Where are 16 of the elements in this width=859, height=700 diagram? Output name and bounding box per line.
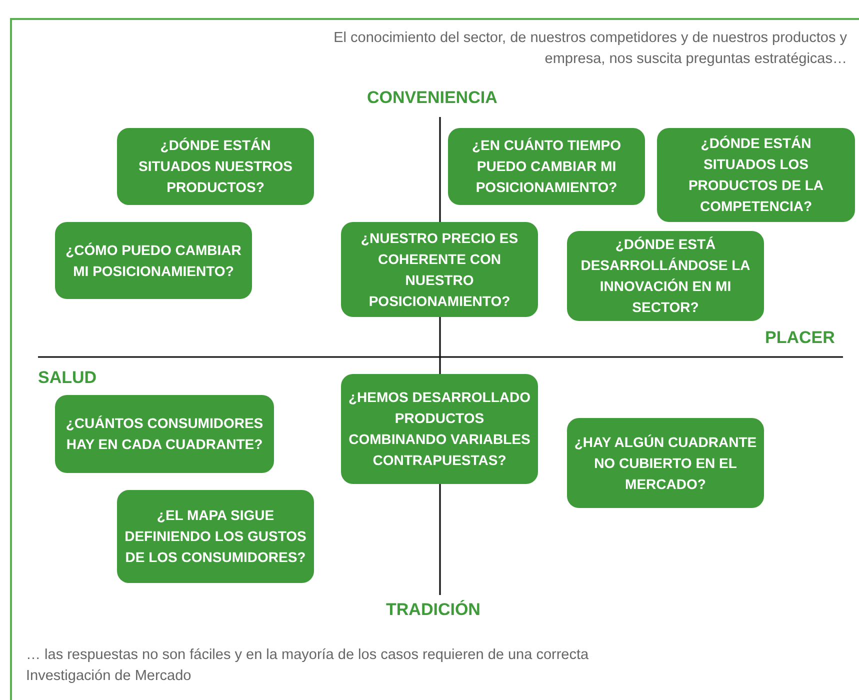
question-box: ¿EL MAPA SIGUE DEFINIENDO LOS GUSTOS DE LOS CONSUMIDORES? [117, 490, 314, 583]
question-box: ¿CUÁNTOS CONSUMIDORES HAY EN CADA CUADRANTE? [55, 395, 274, 473]
question-box: ¿EN CUÁNTO TIEMPO PUEDO CAMBIAR MI POSICIONAMIENTO? [448, 128, 645, 205]
question-box: ¿NUESTRO PRECIO ES COHERENTE CON NUESTRO POSICIONAMIENTO? [341, 222, 538, 317]
closing-text: … las respuestas no son fáciles y en la mayoría de los casos requieren de una correcta Investigación de Mercado [26, 646, 590, 686]
axis-label: CONVENIENCIA [367, 88, 498, 108]
question-box: ¿DÓNDE ESTÁN SITUADOS LOS PRODUCTOS DE LA COMPETENCIA? [657, 128, 855, 222]
question-box: ¿DÓNDE ESTÁ DESARROLLÁNDOSE LA INNOVACIÓN EN MI SECTOR? [567, 231, 764, 321]
question-box: ¿DÓNDE ESTÁN SITUADOS NUESTROS PRODUCTOS? [117, 128, 314, 205]
axis-label: TRADICIÓN [386, 600, 480, 620]
axis-label: PLACER [765, 328, 835, 348]
intro-text: El conocimiento del sector, de nuestros competidores y de nuestros productos y empresa, nos suscita preguntas estratégicas… [332, 29, 847, 69]
question-box: ¿HAY ALGÚN CUADRANTE NO CUBIERTO EN EL MERCADO? [567, 418, 764, 508]
question-box: ¿CÓMO PUEDO CAMBIAR MI POSICIONAMIENTO? [55, 222, 252, 299]
question-box: ¿HEMOS DESARROLLADO PRODUCTOS COMBINANDO VARIABLES CONTRAPUESTAS? [341, 374, 538, 484]
axis-label: SALUD [38, 368, 97, 388]
